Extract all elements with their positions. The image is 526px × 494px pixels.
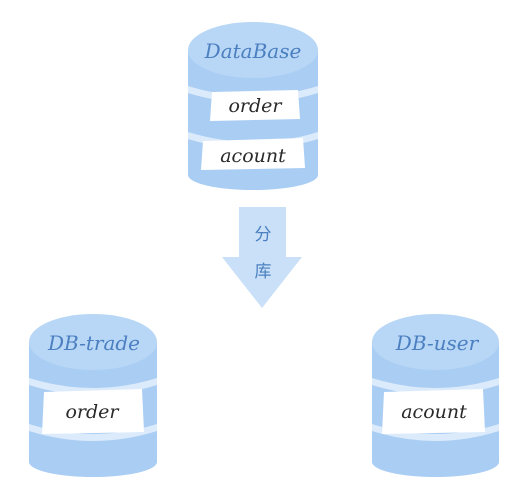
target-database-trade: DB-trade order <box>29 314 157 477</box>
source-table-acount: acount <box>201 138 305 170</box>
target-table-acount-label: acount <box>401 401 467 423</box>
down-arrow-icon <box>222 207 302 308</box>
source-table-acount-label: acount <box>220 145 286 167</box>
arrow-label-top: 分 <box>255 225 272 245</box>
target-database-user-cylinder <box>372 314 499 477</box>
target-table-acount: acount <box>382 389 485 434</box>
source-database-title: DataBase <box>204 39 302 63</box>
target-database-user-title: DB-user <box>395 331 480 355</box>
source-table-order: order <box>210 90 300 121</box>
source-table-order-label: order <box>228 95 283 117</box>
source-database: DataBase order acount <box>188 22 318 190</box>
target-table-order-label: order <box>65 401 120 423</box>
sharding-arrow: 分 库 <box>222 207 302 308</box>
target-database-user: DB-user acount <box>372 314 499 477</box>
arrow-label-bottom: 库 <box>255 262 272 282</box>
target-table-order: order <box>42 389 144 434</box>
target-database-trade-title: DB-trade <box>47 331 140 355</box>
